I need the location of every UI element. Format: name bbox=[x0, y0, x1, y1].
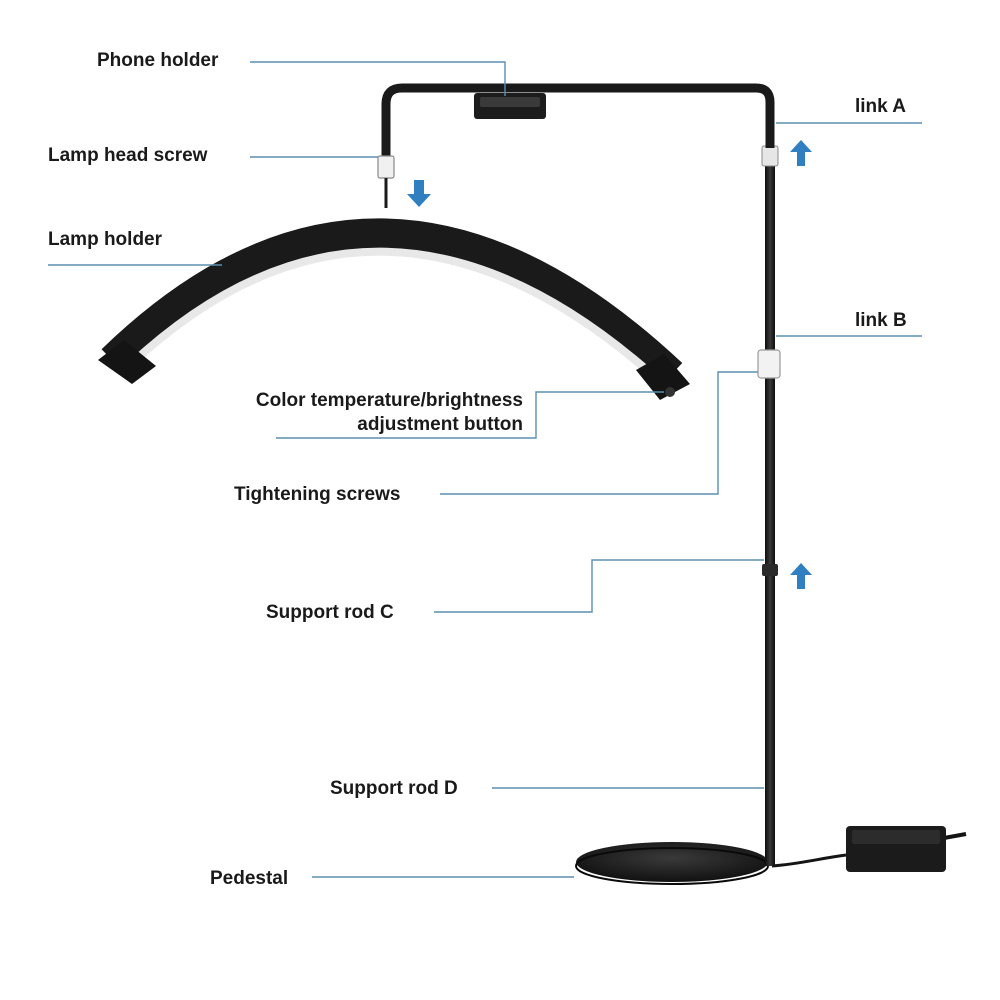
top-arm bbox=[381, 83, 775, 158]
lamp-head-screw-collar bbox=[377, 155, 395, 179]
label-phone-holder: Phone holder bbox=[97, 50, 219, 71]
lamp-diffuser bbox=[127, 247, 659, 381]
support-rod-c-shape bbox=[765, 378, 775, 568]
label-lamp-head-screw: Lamp head screw bbox=[48, 145, 208, 166]
label-color-temp-line1: Color temperature/brightness bbox=[256, 390, 523, 411]
leader-lines bbox=[48, 61, 922, 878]
arrow-up-icon bbox=[790, 563, 812, 589]
leader-support-rod-c bbox=[434, 559, 764, 613]
label-support-rod-c: Support rod C bbox=[266, 602, 394, 623]
label-tightening-screws: Tightening screws bbox=[234, 484, 400, 505]
leader-color-temp bbox=[276, 391, 664, 439]
lamp-holder-arc bbox=[101, 218, 683, 385]
part-labels: Phone holder Lamp head screw Lamp holder… bbox=[48, 50, 907, 889]
tightening-screw-collar bbox=[757, 349, 781, 379]
power-cable bbox=[771, 853, 847, 868]
power-adapter-face bbox=[852, 830, 940, 844]
leader-phone-holder bbox=[250, 61, 506, 96]
lamp-end-cap-right bbox=[636, 354, 690, 400]
power-cable-tail bbox=[943, 832, 967, 840]
lamp-end-cap-left bbox=[98, 340, 156, 384]
leader-tightening-screws bbox=[440, 371, 758, 495]
pedestal-base bbox=[576, 842, 768, 882]
rod-upper-section bbox=[765, 166, 775, 352]
arrow-down-icon bbox=[407, 180, 431, 207]
link-a-joint bbox=[761, 145, 779, 167]
lamp-stand-illustration bbox=[98, 83, 967, 885]
support-rod-d-shape bbox=[765, 576, 775, 866]
phone-holder-grip bbox=[480, 97, 540, 107]
label-lamp-holder: Lamp holder bbox=[48, 229, 163, 250]
adjustment-button bbox=[665, 387, 675, 397]
arrow-up-icon bbox=[790, 140, 812, 166]
label-link-a: link A bbox=[855, 96, 906, 117]
label-pedestal: Pedestal bbox=[210, 868, 288, 889]
label-link-b: link B bbox=[855, 310, 907, 331]
label-support-rod-d: Support rod D bbox=[330, 778, 458, 799]
rod-joint-c-d bbox=[762, 564, 778, 576]
label-color-temp-line2: adjustment button bbox=[357, 414, 523, 435]
